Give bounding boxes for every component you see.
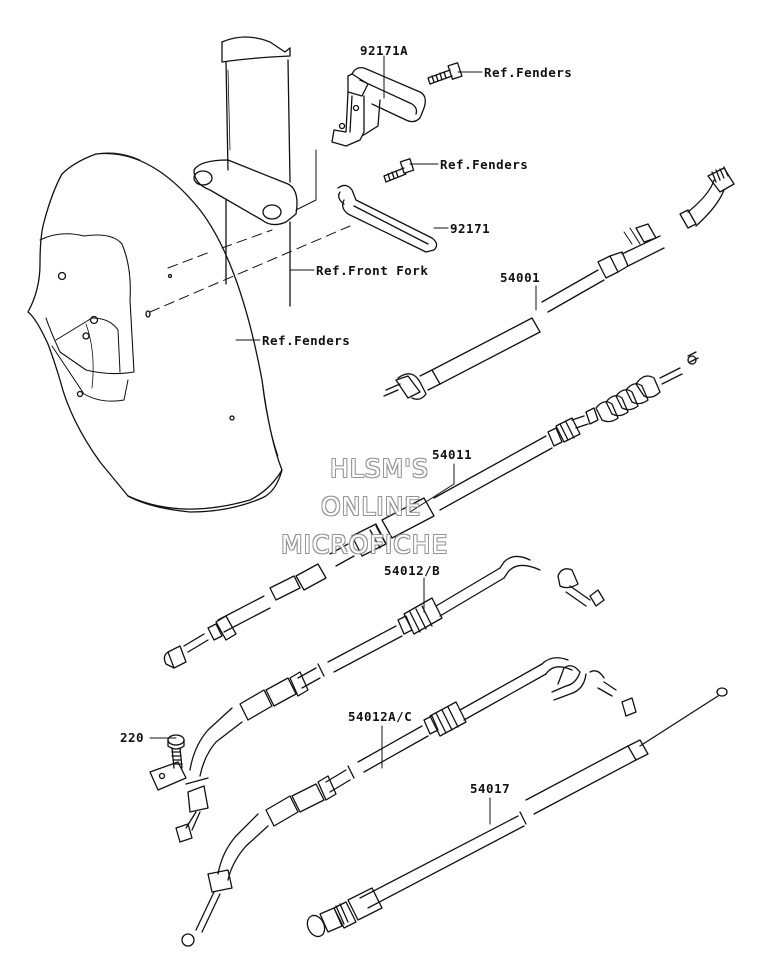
label-54012B: 54012/B <box>384 563 441 578</box>
leader-lines <box>149 55 537 825</box>
label-ref-fenders-left: Ref.Fenders <box>262 333 351 348</box>
label-ref-fenders-top: Ref.Fenders <box>484 65 573 80</box>
front-fork <box>193 36 298 307</box>
cable-54012B <box>149 555 605 843</box>
cable-54001 <box>383 166 735 400</box>
watermark-line-3: MICROFICHE <box>281 530 449 559</box>
mounting-reference-lines <box>149 225 351 313</box>
bracket-92171 <box>337 184 438 253</box>
fender-bolt-top <box>427 62 463 85</box>
screw-220 <box>167 734 185 769</box>
label-ref-front-fork: Ref.Front Fork <box>316 263 429 278</box>
watermark-line-2: ONLINE <box>321 492 422 521</box>
cable-54012AC <box>181 657 637 947</box>
watermark-line-1: HLSM'S <box>330 454 429 483</box>
label-54017: 54017 <box>470 781 511 796</box>
label-220: 220 <box>120 730 145 745</box>
bracket-92171A <box>331 66 426 147</box>
front-fender <box>27 152 283 513</box>
label-92171: 92171 <box>450 221 491 236</box>
cable-54011 <box>163 351 699 669</box>
label-54001: 54001 <box>500 270 541 285</box>
label-92171A: 92171A <box>360 43 409 58</box>
fender-bolt-middle <box>383 158 415 183</box>
label-54011: 54011 <box>432 447 473 462</box>
label-ref-fenders-middle: Ref.Fenders <box>440 157 529 172</box>
label-54012AC: 54012A/C <box>348 709 413 724</box>
cable-54017 <box>306 687 728 938</box>
